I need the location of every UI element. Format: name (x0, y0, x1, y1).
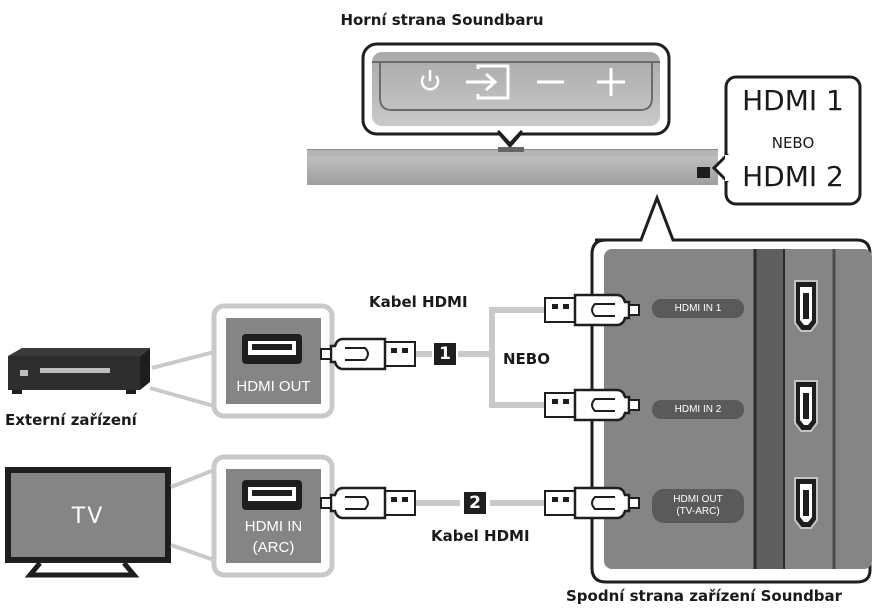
cable-label-bottom: Kabel HDMI (431, 527, 530, 545)
hdmi-plug (543, 293, 641, 327)
cable-number-2: 2 (464, 492, 486, 514)
callout-hdmi2: HDMI 2 (742, 160, 844, 193)
bottom-caption: Spodní strana zařízení Soundbar (566, 587, 843, 605)
hdmi-in-label: HDMI IN (244, 518, 303, 535)
hdmi-plug (321, 339, 415, 369)
input-source-icon (466, 64, 510, 100)
hdmi-in-arc-label: (ARC) (252, 539, 295, 556)
hdmi-plug (543, 486, 641, 520)
hdmi-plug (543, 388, 641, 422)
tv-label: TV (71, 504, 105, 529)
hdmi-cable-1 (410, 307, 548, 408)
port-chip-hdmi-out: HDMI OUT (673, 494, 723, 505)
soundbar-top-panel (361, 42, 671, 149)
external-device-label: Externí zařízení (5, 411, 137, 429)
callout-nebo: NEBO (771, 134, 815, 152)
hdmi-callout-box (711, 75, 862, 206)
cable-label-top: Kabel HDMI (369, 293, 468, 311)
soundbar (307, 147, 718, 185)
hdmi-plug (321, 488, 415, 518)
tv-icon (5, 467, 171, 578)
external-device-icon (8, 348, 150, 394)
port-chip-hdmi-in-2: HDMI IN 2 (674, 404, 722, 415)
cable-number-1: 1 (434, 343, 456, 365)
port-chip-tv-arc: (TV-ARC) (676, 506, 720, 517)
external-device-port-box (211, 303, 335, 419)
port-chip-hdmi-in-1: HDMI IN 1 (674, 303, 722, 314)
soundbar-bottom-panel (590, 193, 872, 584)
tv-port-box (211, 454, 335, 578)
power-icon (420, 70, 440, 91)
top-caption: Horní strana Soundbaru (340, 11, 544, 29)
callout-hdmi1: HDMI 1 (742, 84, 844, 117)
volume-up-icon (597, 68, 625, 96)
nebo-label: NEBO (503, 350, 550, 368)
hdmi-out-label: HDMI OUT (236, 378, 311, 395)
